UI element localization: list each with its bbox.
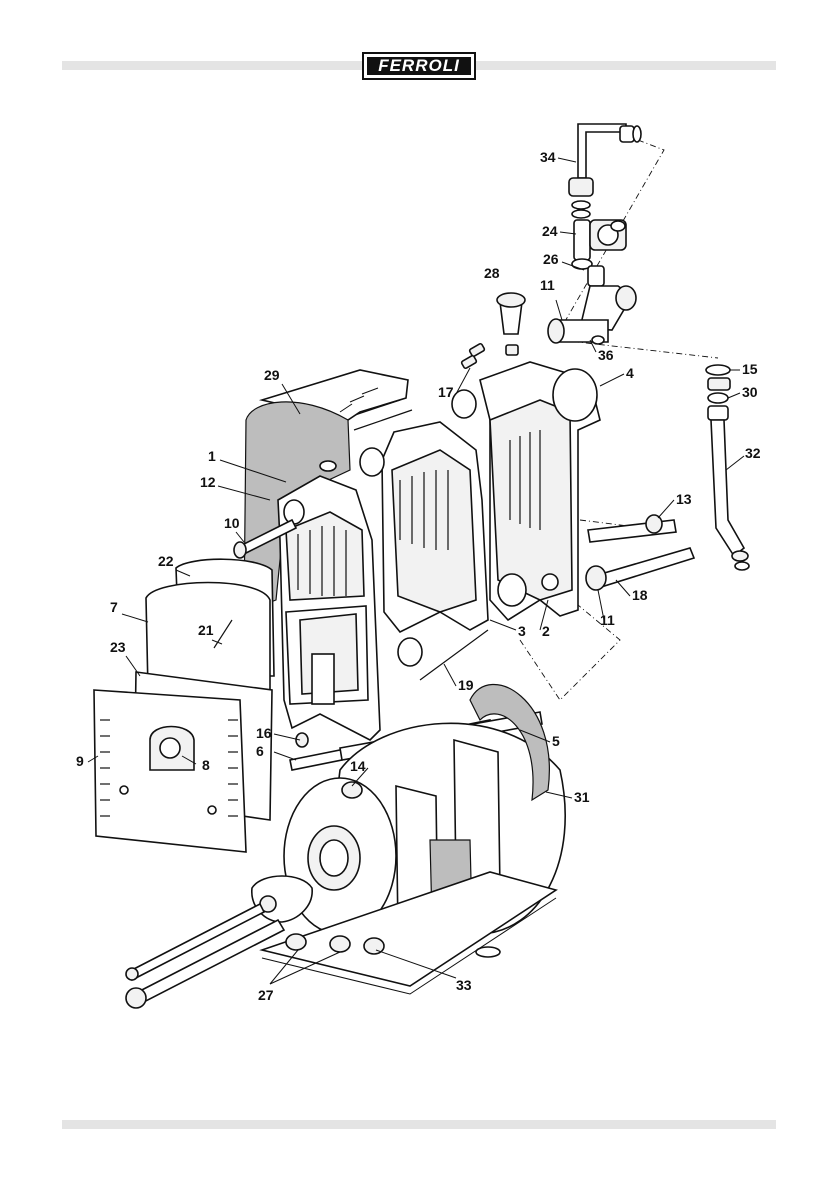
part-label: 15 xyxy=(742,361,758,377)
part-label: 34 xyxy=(540,149,556,165)
burner-plate xyxy=(94,672,272,852)
part-label: 31 xyxy=(574,789,590,805)
front-section xyxy=(278,461,380,740)
part-label: 22 xyxy=(158,553,174,569)
part-label: 4 xyxy=(626,365,634,381)
part-label: 18 xyxy=(632,587,648,603)
middle-section xyxy=(360,422,488,666)
part-label: 27 xyxy=(258,987,274,1003)
part-label: 11 xyxy=(540,277,555,293)
part-label: 21 xyxy=(198,622,214,638)
part-label: 12 xyxy=(200,474,216,490)
air-vent xyxy=(497,293,525,355)
part-label: 36 xyxy=(598,347,614,363)
part-label: 10 xyxy=(224,515,240,531)
part-label: 32 xyxy=(745,445,761,461)
part-label: 26 xyxy=(543,251,559,267)
part-label: 29 xyxy=(264,367,280,383)
part-label: 33 xyxy=(456,977,472,993)
part-label: 2 xyxy=(542,623,550,639)
part-label: 8 xyxy=(202,757,210,773)
part-label: 28 xyxy=(484,265,500,281)
part-label: 23 xyxy=(110,639,126,655)
part-label: 30 xyxy=(742,384,758,400)
part-label: 3 xyxy=(518,623,526,639)
part-label: 13 xyxy=(676,491,692,507)
part-label: 7 xyxy=(110,599,118,615)
part-label: 16 xyxy=(256,725,272,741)
part-label: 14 xyxy=(350,758,366,774)
part-label: 6 xyxy=(256,743,264,759)
part-label: 17 xyxy=(438,384,454,400)
part-label: 11 xyxy=(600,612,615,628)
pump-pipe-assembly xyxy=(548,124,641,344)
part-label: 5 xyxy=(552,733,560,749)
part-label: 1 xyxy=(208,448,216,464)
part-label: 19 xyxy=(458,677,474,693)
part-label: 24 xyxy=(542,223,558,239)
part-label: 9 xyxy=(76,753,84,769)
